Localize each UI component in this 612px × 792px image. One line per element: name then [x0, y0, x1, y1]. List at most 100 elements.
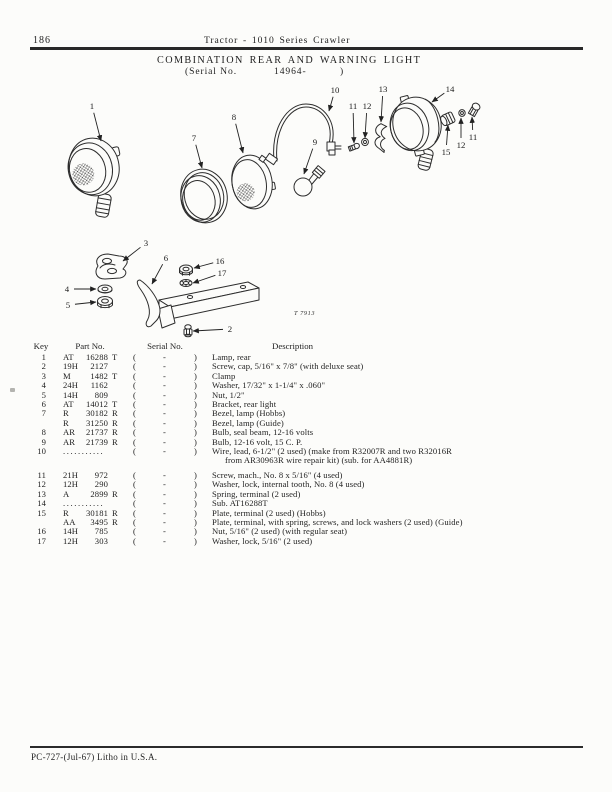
serial-close-paren: ) — [194, 417, 197, 428]
serial-open-paren: ( — [133, 526, 136, 537]
serial-dash: - — [163, 498, 166, 509]
row-part-dots: ........... — [63, 446, 105, 457]
row-key: 15 — [37, 507, 46, 518]
page-number: 186 — [33, 35, 51, 46]
callout-label-4: 4 — [65, 284, 70, 294]
row-serial-range: (-) — [133, 536, 197, 546]
row-description: Bulb, 12-16 volt, 15 C. P. — [212, 436, 303, 447]
row-serial-range: (-) — [133, 371, 197, 381]
serial-dash: - — [163, 408, 166, 419]
row-serial-range: (-) — [133, 417, 197, 428]
callout-arrow-11 — [351, 112, 357, 144]
serial-dash: - — [163, 361, 166, 372]
screw-2-shape — [183, 324, 193, 338]
serial-close-paren: ) — [194, 380, 197, 391]
callout-label-3: 3 — [144, 238, 149, 248]
washer-12-left-shape — [361, 137, 369, 147]
row-part-number: 2899 — [90, 488, 108, 499]
row-serial-range: ( -) — [133, 361, 197, 372]
lamp-14-stem — [417, 148, 434, 171]
row-part-number: 972 — [94, 469, 108, 480]
row-part-prefix: A — [63, 488, 70, 499]
serial-close-paren: ) — [194, 361, 197, 372]
bezel-7-shape — [180, 168, 228, 224]
callout-arrow-2 — [192, 327, 224, 334]
row-key: 6 — [41, 399, 46, 410]
callout-arrow-3 — [122, 246, 141, 262]
serial-open-paren: ( — [133, 427, 136, 438]
row-part-suffix: R — [112, 427, 118, 438]
serial-open-paren: ( — [133, 389, 136, 400]
clamp-13-shape — [374, 123, 388, 153]
row-part-prefix: 12H — [63, 479, 79, 490]
serial-open-paren: ( — [133, 488, 136, 499]
row-description: Washer, 17/32" x 1-1/4" x .060" — [212, 380, 326, 391]
serial-dash: - — [163, 436, 166, 447]
serial-open-paren: ( — [133, 380, 136, 391]
row-part-number: 16288 — [86, 352, 108, 362]
serial-open-paren: ( — [133, 361, 136, 372]
callout-arrow-1 — [93, 112, 103, 142]
serial-open-paren: ( — [133, 352, 136, 362]
callout-label-11: 11 — [349, 101, 357, 111]
row-key: 16 — [37, 526, 46, 537]
row-part-suffix: T — [112, 370, 118, 381]
row-part-suffix: T — [112, 352, 118, 362]
row-part-number: 1162 — [90, 380, 108, 391]
row-part-number: 1482 — [90, 370, 108, 381]
serial-close-paren: ) — [194, 469, 197, 480]
lamp-rear-1-shape — [67, 137, 121, 197]
serial-close-paren: ) — [194, 446, 197, 457]
callout-arrow-6 — [151, 263, 164, 285]
callout-arrow-5 — [74, 299, 97, 306]
row-description: Bracket, rear light — [212, 399, 277, 410]
row-key: 2 — [41, 361, 46, 372]
row-serial-range: (-) — [133, 380, 197, 391]
row-serial-range: (-) — [133, 427, 197, 438]
row-description: Plate, terminal (2 used) (Hobbs) — [212, 507, 326, 518]
callout-label-16: 16 — [216, 256, 225, 266]
serial-open-paren: ( — [133, 446, 136, 457]
callout-label-6: 6 — [164, 253, 169, 263]
row-serial-range: (-) — [133, 389, 197, 400]
clamp-3-shape — [95, 253, 128, 280]
serial-dash: - — [163, 399, 166, 410]
row-part-number: 809 — [94, 389, 108, 400]
serial-close-paren: ) — [194, 427, 197, 438]
callout-label-12: 12 — [363, 101, 372, 111]
row-part-suffix: T — [112, 399, 118, 410]
washer-17-shape — [179, 279, 193, 287]
row-description: Spring, terminal (2 used) — [212, 488, 301, 499]
callout-arrow-17 — [192, 274, 216, 284]
row-key: 17 — [37, 535, 46, 546]
serial-close-paren: ) — [194, 526, 197, 537]
row-part-number: 290 — [94, 479, 108, 490]
row-key: 4 — [41, 380, 46, 391]
row-part-suffix: R — [112, 488, 118, 499]
serial-dash: - — [163, 516, 166, 527]
serial-close-paren: ) — [194, 516, 197, 527]
lens-8-shape — [231, 154, 276, 210]
row-description: Nut, 5/16" (2 used) (with regular seat) — [212, 526, 348, 537]
rod-6-shape — [136, 279, 161, 328]
callout-label-17: 17 — [218, 268, 227, 278]
row-part-prefix: AA — [63, 516, 76, 527]
serial-dash: - — [163, 389, 166, 400]
row-serial-range: (-) — [133, 436, 197, 447]
row-serial-range: (-) — [133, 469, 197, 480]
serial-open-paren: ( — [133, 408, 136, 419]
row-part-suffix: R — [112, 516, 118, 527]
washer-4-shape — [97, 284, 113, 294]
callout-arrow-11 — [469, 116, 475, 131]
row-part-suffix: R — [112, 408, 118, 419]
table-row: 10...........(-)Wire, lead, 6-1/2" (2 us… — [0, 446, 612, 466]
row-key: 11 — [37, 469, 46, 480]
serial-dash: - — [163, 446, 166, 457]
callout-label-2: 2 — [228, 324, 232, 334]
